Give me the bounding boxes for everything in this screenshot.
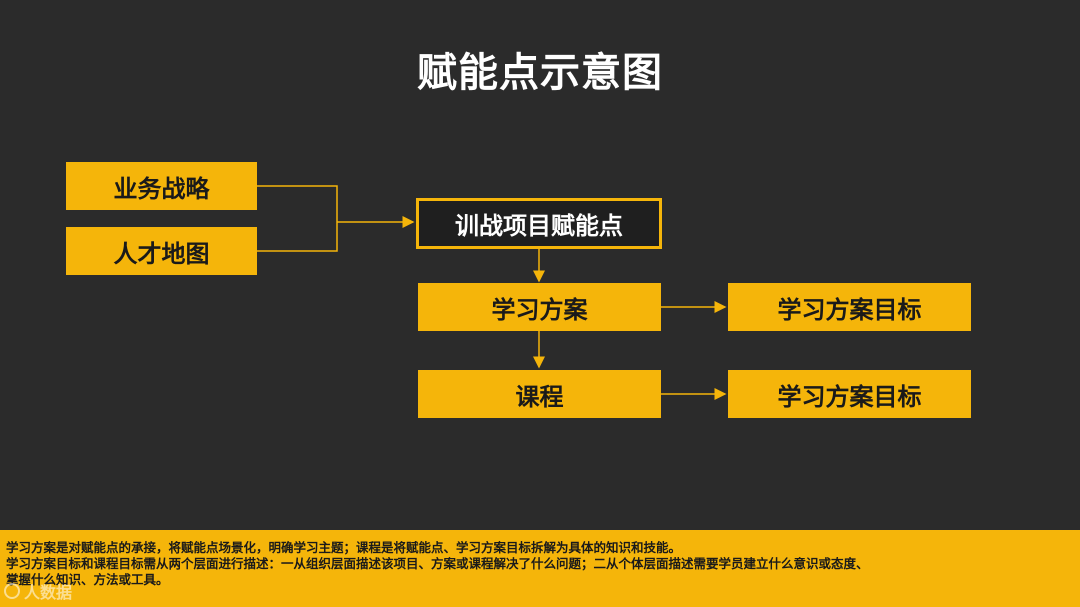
connector-talent-map [257, 222, 338, 252]
node-course: 课程 [418, 370, 661, 418]
watermark: 人数据 [4, 579, 72, 603]
connector-strategy [257, 185, 338, 222]
footer-line-1: 学习方案是对赋能点的承接，将赋能点场景化，明确学习主题；课程是将赋能点、学习方案… [6, 540, 682, 555]
node-business-strategy: 业务战略 [66, 162, 257, 210]
diagram-connectors [257, 185, 727, 400]
page-title: 赋能点示意图 [417, 50, 663, 96]
footer-notes: 学习方案是对赋能点的承接，将赋能点场景化，明确学习主题；课程是将赋能点、学习方案… [0, 530, 1080, 607]
watermark-logo-icon [4, 583, 20, 599]
node-learning-plan: 学习方案 [418, 283, 661, 331]
node-learning-plan-target: 学习方案目标 [728, 283, 971, 331]
node-course-target: 学习方案目标 [728, 370, 971, 418]
watermark-text: 人数据 [24, 583, 73, 602]
footer-line-2: 学习方案目标和课程目标需从两个层面进行描述：一从组织层面描述该项目、方案或课程解… [6, 556, 869, 571]
node-training-empowerment-point: 训战项目赋能点 [416, 198, 662, 249]
node-talent-map: 人才地图 [66, 227, 257, 275]
footer-line-3: 掌握什么知识、方法或工具。 [6, 572, 169, 587]
